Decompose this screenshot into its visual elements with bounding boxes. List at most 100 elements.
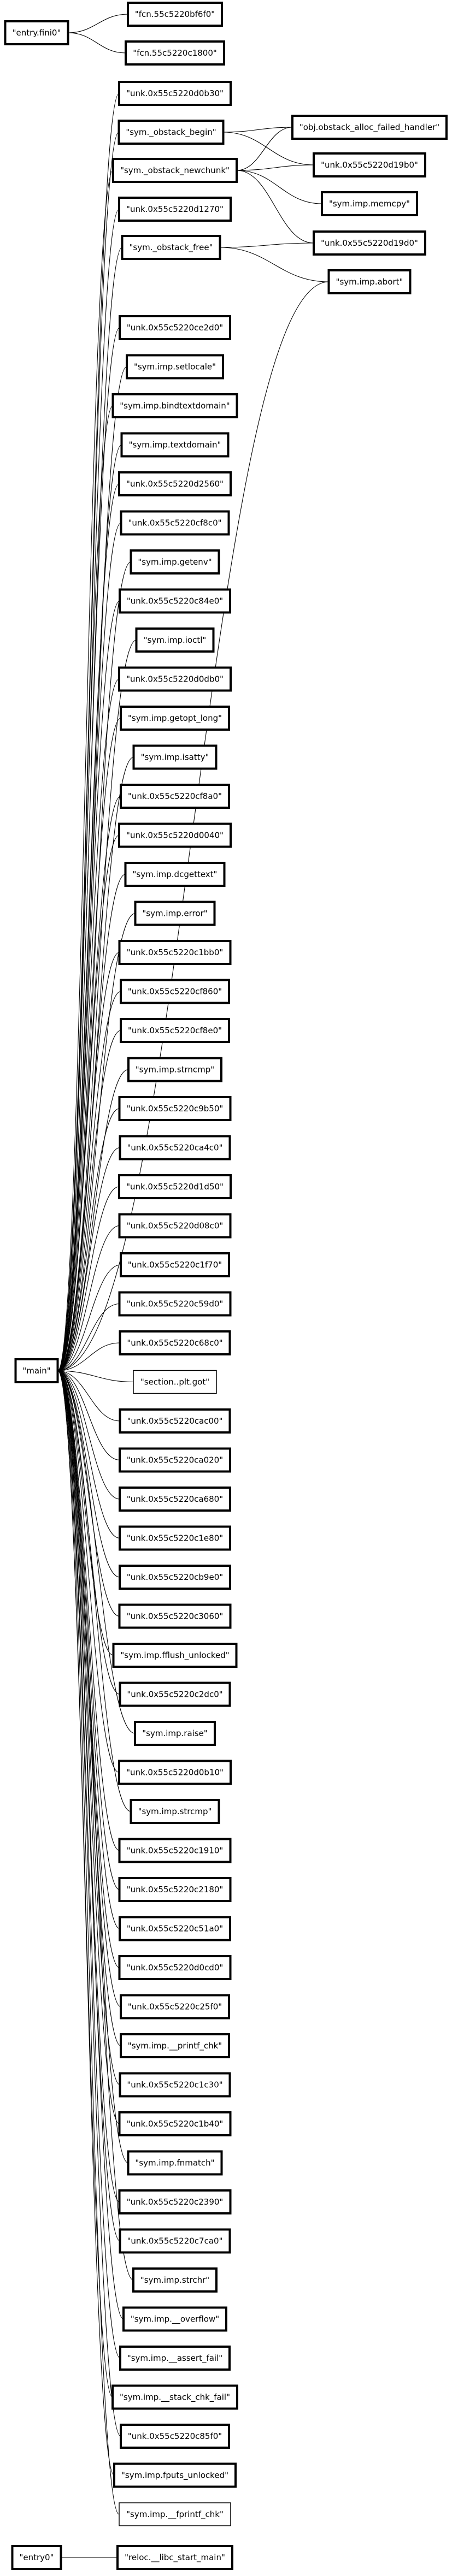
graph-node-label: "sym._obstack_newchunk": [120, 165, 230, 176]
graph-edge: [57, 1370, 120, 1929]
graph-edge: [57, 1186, 120, 1371]
graph-node: "entry0": [11, 2545, 62, 2570]
graph-edge: [57, 1370, 120, 1773]
graph-node-box: [118, 1760, 232, 1785]
graph-node-box: [130, 1799, 220, 1824]
graph-node: "sym.imp.dcgettext": [124, 862, 226, 887]
graph-edge: [57, 718, 121, 1371]
call-graph-edges: [57, 14, 329, 2558]
graph-node-label: "unk.0x55c5220cf8a0": [128, 791, 222, 801]
graph-node: "unk.0x55c5220c68c0": [119, 1330, 231, 1355]
graph-node-box: [127, 1057, 222, 1082]
graph-node-label: "unk.0x55c5220c2dc0": [127, 1690, 222, 1699]
graph-edge: [57, 1108, 120, 1371]
graph-node-label: "unk.0x55c5220ca680": [127, 1494, 223, 1504]
call-graph-nodes: "entry.fini0""fcn.55c5220bf6f0""fcn.55c5…: [4, 2, 448, 2570]
graph-node: "sym.imp.isatty": [132, 744, 218, 770]
graph-node-label: "unk.0x55c5220c85f0": [128, 2431, 222, 2441]
graph-node: "unk.0x55c5220ca020": [119, 1447, 231, 1473]
graph-node-label: "unk.0x55c5220c3060": [127, 1612, 224, 1621]
graph-node: "unk.0x55c5220cac00": [119, 1408, 231, 1434]
graph-node: "unk.0x55c5220ca680": [119, 1487, 231, 1512]
graph-node: "unk.0x55c5220d2560": [118, 471, 232, 496]
graph-node-box: [133, 1370, 217, 1394]
graph-node-box: [127, 2, 223, 27]
graph-edge: [57, 1342, 120, 1371]
graph-node-label: "sym.imp.fnmatch": [135, 2158, 214, 2168]
graph-node-label: "section..plt.got": [140, 1377, 209, 1387]
graph-edge: [57, 600, 120, 1371]
graph-node: "sym.imp.fputs_unlocked": [113, 2462, 237, 2488]
graph-node-box: [119, 1916, 231, 1941]
graph-edge: [57, 1370, 121, 2437]
graph-node-label: "unk.0x55c5220d1270": [126, 204, 224, 214]
graph-node-label: "unk.0x55c5220c7ca0": [127, 2236, 223, 2246]
graph-edge: [223, 127, 293, 133]
graph-node-box: [119, 1330, 231, 1355]
graph-node-box: [132, 744, 218, 770]
graph-node: "sym.imp.getenv": [130, 549, 220, 575]
graph-edge: [57, 991, 121, 1371]
graph-node: "unk.0x55c5220c1e80": [119, 1525, 231, 1551]
graph-node-box: [118, 2189, 232, 2214]
graph-node-label: "reloc.__libc_start_main": [125, 2553, 225, 2563]
graph-node: "sym._obstack_begin": [118, 120, 225, 145]
graph-edge: [57, 1370, 120, 1461]
graph-node-label: "fcn.55c5220bf6f0": [135, 9, 215, 19]
graph-node: "sym.imp.ioctl": [135, 627, 215, 653]
graph-node-label: "obj.obstack_alloc_failed_handler": [299, 122, 439, 133]
graph-node-box: [116, 2545, 233, 2570]
graph-node-label: "unk.0x55c5220d0db0": [126, 674, 224, 684]
graph-node-label: "unk.0x55c5220cf8c0": [128, 518, 221, 528]
graph-node: "unk.0x55c5220c25f0": [120, 1994, 230, 2020]
graph-node: "unk.0x55c5220c1bb0": [118, 940, 232, 965]
graph-node-box: [113, 2462, 237, 2488]
graph-node-label: "sym.imp.error": [142, 909, 207, 919]
graph-node-box: [119, 1525, 231, 1551]
graph-edge: [57, 93, 120, 1371]
graph-edge: [57, 1264, 121, 1371]
graph-edge: [57, 1370, 121, 2359]
graph-node-label: "unk.0x55c5220cf8e0": [128, 1026, 222, 1035]
graph-node: "sym.imp.memcpy": [321, 191, 418, 216]
graph-edge: [57, 1225, 120, 1371]
graph-node-box: [118, 1603, 232, 1629]
graph-node-box: [119, 315, 231, 340]
graph-node-label: "sym.imp.memcpy": [329, 199, 410, 209]
graph-node: "sym.imp.getopt_long": [120, 706, 230, 731]
graph-node-box: [327, 269, 412, 294]
graph-node: "unk.0x55c5220d0040": [118, 822, 232, 848]
graph-node-box: [122, 2306, 227, 2332]
graph-node: "sym.imp.strchr": [132, 2267, 218, 2293]
graph-edge: [57, 1370, 120, 1500]
graph-node-box: [4, 20, 69, 45]
graph-edge: [68, 32, 126, 54]
graph-node-box: [134, 901, 216, 926]
graph-edge: [57, 1370, 120, 1890]
graph-node-label: "sym.imp.textdomain": [129, 440, 221, 450]
graph-node: "sym.imp.bindtextdomain": [111, 393, 238, 418]
graph-node-label: "sym.imp.__assert_fail": [127, 2353, 222, 2364]
graph-node: "unk.0x55c5220cf860": [120, 979, 230, 1004]
graph-node-box: [119, 1487, 231, 1512]
graph-node-label: "unk.0x55c5220d08c0": [127, 1221, 224, 1231]
graph-node-box: [118, 120, 225, 145]
graph-node-box: [118, 1955, 232, 1980]
graph-node-label: "unk.0x55c5220c1910": [127, 1846, 224, 1856]
graph-node-box: [119, 1565, 231, 1590]
graph-edge: [57, 1370, 120, 2086]
graph-node-box: [130, 549, 220, 575]
graph-node-box: [119, 2346, 231, 2371]
graph-node-box: [118, 940, 232, 965]
graph-edge: [68, 14, 128, 33]
graph-node-box: [118, 822, 232, 848]
graph-node-box: [120, 979, 230, 1004]
graph-node: "sym.imp.__printf_chk": [120, 2033, 230, 2058]
graph-node-box: [118, 471, 232, 496]
graph-edge: [57, 1147, 120, 1371]
graph-node-label: "unk.0x55c5220c2180": [127, 1885, 224, 1894]
graph-node-box: [11, 2545, 62, 2570]
graph-node: "sym._obstack_newchunk": [112, 158, 238, 183]
graph-node: "unk.0x55c5220cf8a0": [120, 784, 230, 809]
